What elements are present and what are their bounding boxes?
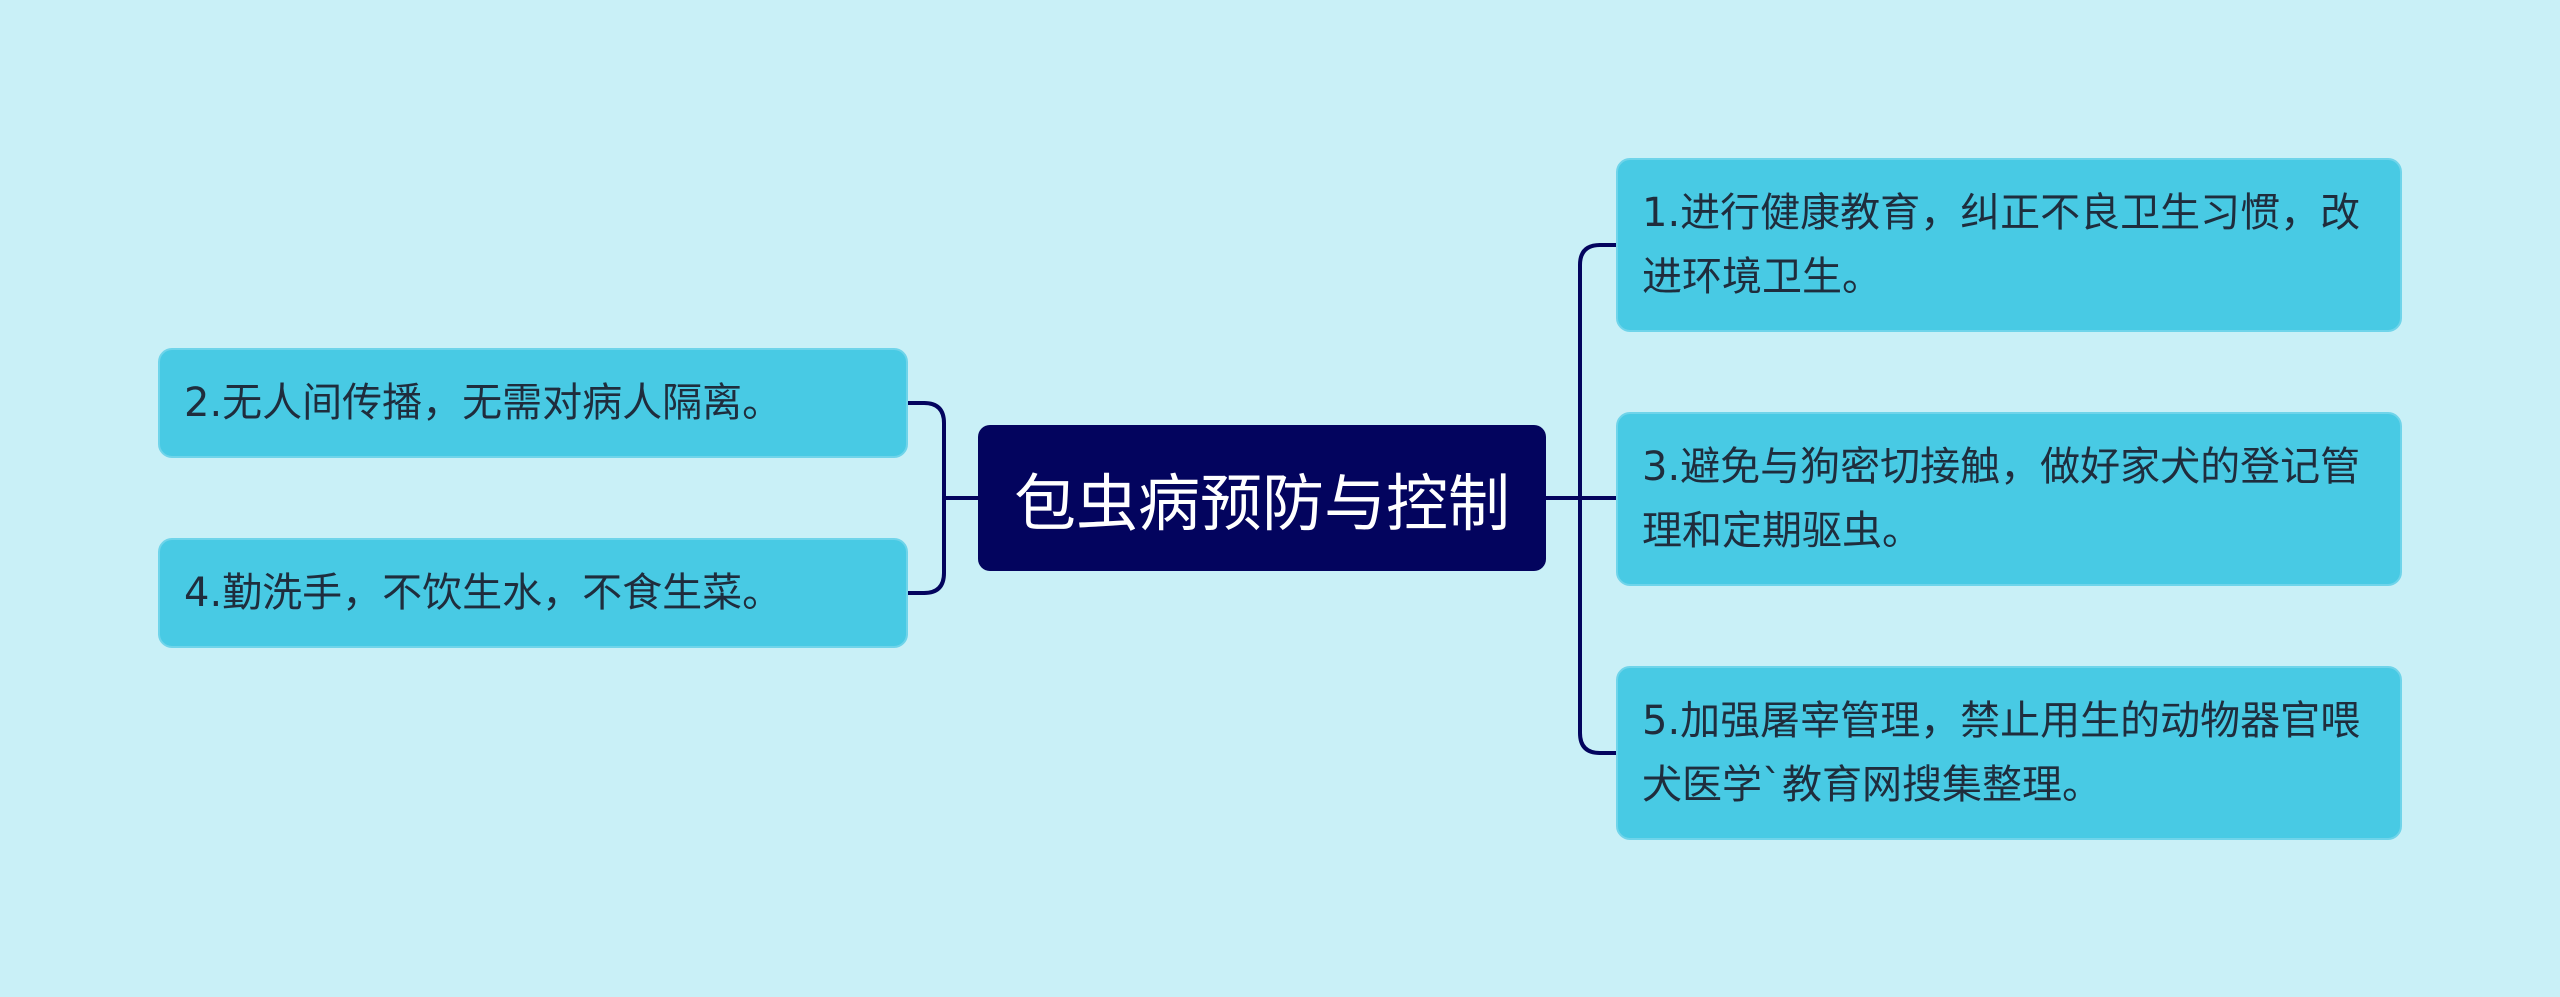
connector-left-spine <box>922 401 946 595</box>
branch-label-1: 1.进行健康教育，纠正不良卫生习惯，改进环境卫生。 <box>1642 190 2361 300</box>
branch-label-5: 5.加强屠宰管理，禁止用生的动物器官喂犬医学`教育网搜集整理。 <box>1642 698 2361 808</box>
branch-node-1[interactable]: 1.进行健康教育，纠正不良卫生习惯，改进环境卫生。 <box>1616 158 2402 332</box>
branch-label-3: 3.避免与狗密切接触，做好家犬的登记管理和定期驱虫。 <box>1642 444 2361 554</box>
central-topic-node[interactable]: 包虫病预防与控制 <box>978 425 1546 571</box>
branch-node-5[interactable]: 5.加强屠宰管理，禁止用生的动物器官喂犬医学`教育网搜集整理。 <box>1616 666 2402 840</box>
branch-node-2[interactable]: 2.无人间传播，无需对病人隔离。 <box>158 348 908 458</box>
branch-node-4[interactable]: 4.勤洗手，不饮生水，不食生菜。 <box>158 538 908 648</box>
branch-label-2: 2.无人间传播，无需对病人隔离。 <box>184 380 783 426</box>
central-topic-label: 包虫病预防与控制 <box>1013 467 1510 540</box>
branch-label-4: 4.勤洗手，不饮生水，不食生菜。 <box>184 570 783 616</box>
branch-node-3[interactable]: 3.避免与狗密切接触，做好家犬的登记管理和定期驱虫。 <box>1616 412 2402 586</box>
